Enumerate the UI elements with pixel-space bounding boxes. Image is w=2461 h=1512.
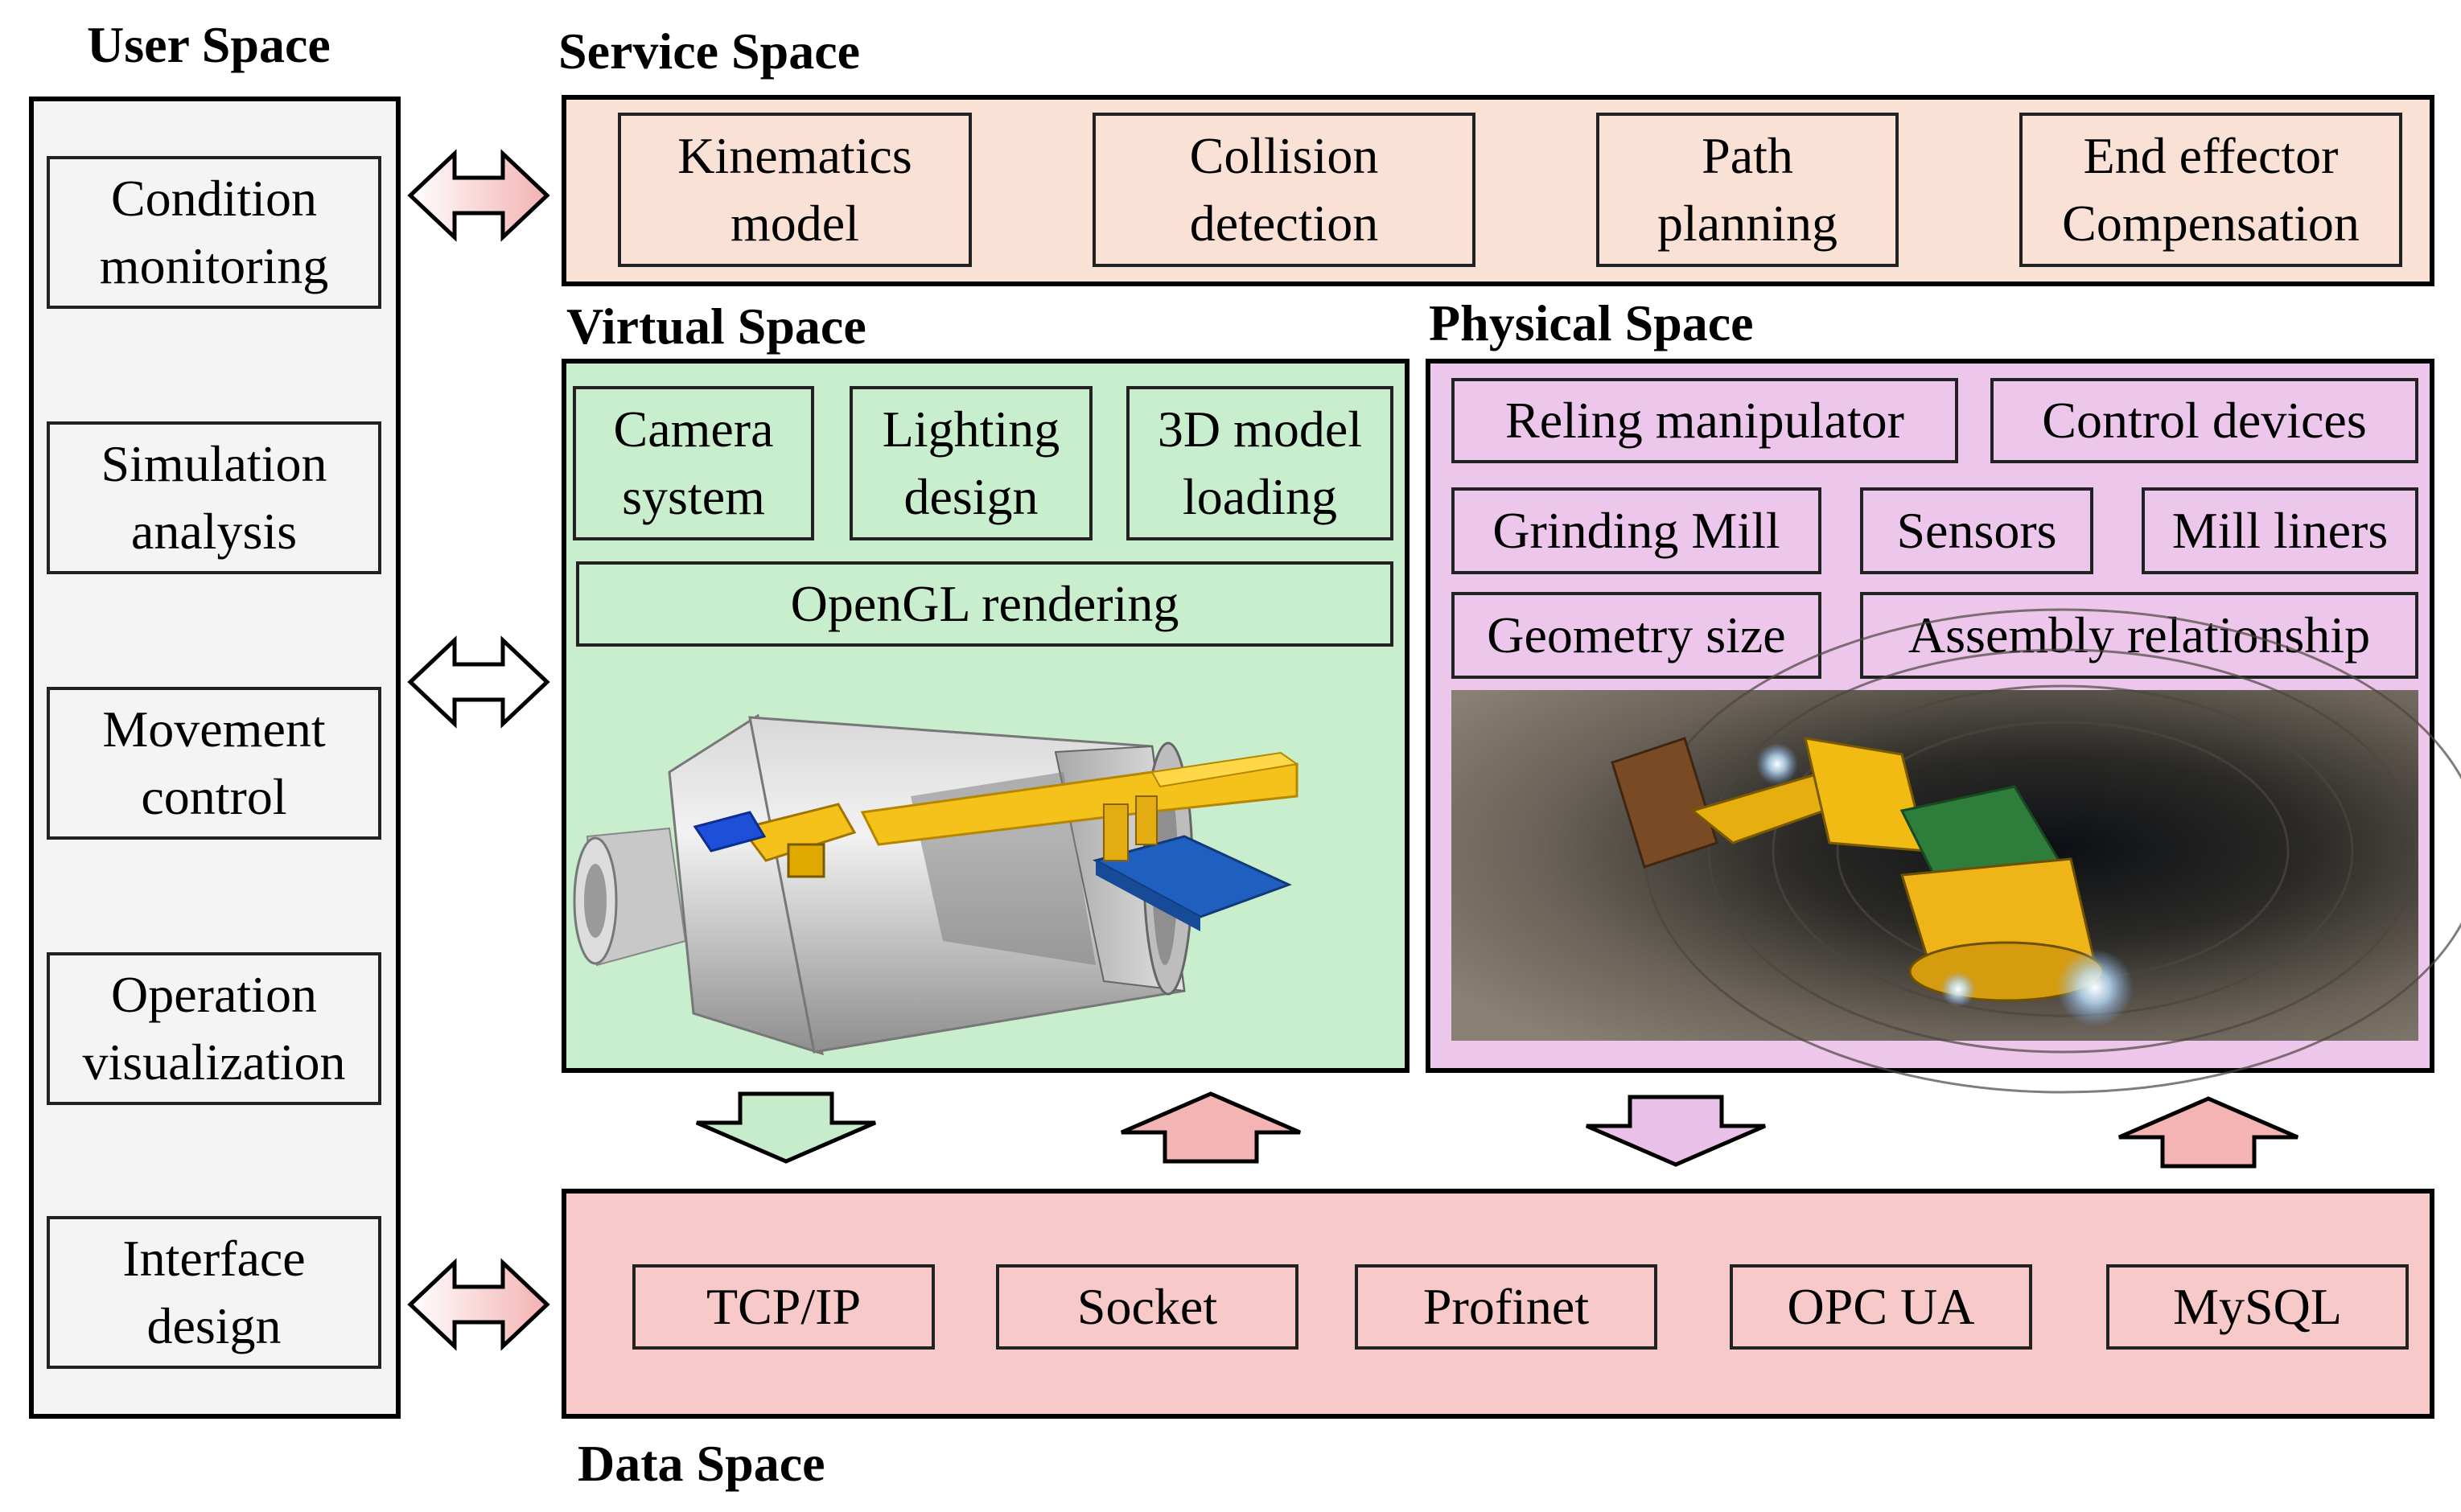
physical-item-grinding-mill[interactable]: Grinding Mill <box>1451 487 1821 574</box>
physical-item-reling-manipulator[interactable]: Reling manipulator <box>1451 378 1958 463</box>
arrow-up-data-to-virtual <box>1121 1091 1301 1164</box>
service-space-title: Service Space <box>558 23 860 80</box>
data-item-opc-ua[interactable]: OPC UA <box>1730 1264 2032 1350</box>
data-item-mysql[interactable]: MySQL <box>2106 1264 2409 1350</box>
virtual-item-opengl-rendering[interactable]: OpenGL rendering <box>576 561 1393 647</box>
user-space-title: User Space <box>87 16 331 73</box>
user-item-movement-control[interactable]: Movement control <box>47 687 381 840</box>
double-arrow-user-service <box>407 149 550 242</box>
physical-mill-photo-image <box>1451 608 2461 1094</box>
data-space-title: Data Space <box>578 1435 825 1492</box>
arrow-down-virtual-to-data <box>696 1091 876 1164</box>
virtual-item-camera-system[interactable]: Camera system <box>573 386 814 540</box>
virtual-item-lighting-design[interactable]: Lighting design <box>850 386 1093 540</box>
user-item-condition-monitoring[interactable]: Condition monitoring <box>47 156 381 309</box>
service-item-path-planning[interactable]: Path planning <box>1596 113 1899 267</box>
arrow-up-data-to-physical <box>2118 1096 2298 1169</box>
physical-item-sensors[interactable]: Sensors <box>1860 487 2093 574</box>
physical-item-geometry-size[interactable]: Geometry size <box>1451 592 1821 679</box>
virtual-item-3d-model-loading[interactable]: 3D model loading <box>1126 386 1393 540</box>
service-item-collision-detection[interactable]: Collision detection <box>1093 113 1475 267</box>
physical-item-mill-liners[interactable]: Mill liners <box>2142 487 2418 574</box>
data-item-profinet[interactable]: Profinet <box>1355 1264 1657 1350</box>
double-arrow-user-virtual <box>407 635 550 729</box>
data-item-tcp-ip[interactable]: TCP/IP <box>632 1264 935 1350</box>
service-item-end-effector-compensation[interactable]: End effector Compensation <box>2019 113 2402 267</box>
data-item-socket[interactable]: Socket <box>996 1264 1298 1350</box>
arrow-down-physical-to-data <box>1586 1095 1766 1167</box>
virtual-space-title: Virtual Space <box>566 298 866 355</box>
physical-item-assembly-relationship[interactable]: Assembly relationship <box>1860 592 2418 679</box>
service-item-kinematics-model[interactable]: Kinematics model <box>618 113 972 267</box>
physical-item-control-devices[interactable]: Control devices <box>1990 378 2418 463</box>
user-item-interface-design[interactable]: Interface design <box>47 1216 381 1369</box>
physical-space-title: Physical Space <box>1429 294 1754 351</box>
virtual-mill-model-image <box>573 713 1299 1056</box>
user-item-operation-visualization[interactable]: Operation visualization <box>47 952 381 1105</box>
user-item-simulation-analysis[interactable]: Simulation analysis <box>47 421 381 574</box>
double-arrow-user-data <box>407 1258 550 1351</box>
